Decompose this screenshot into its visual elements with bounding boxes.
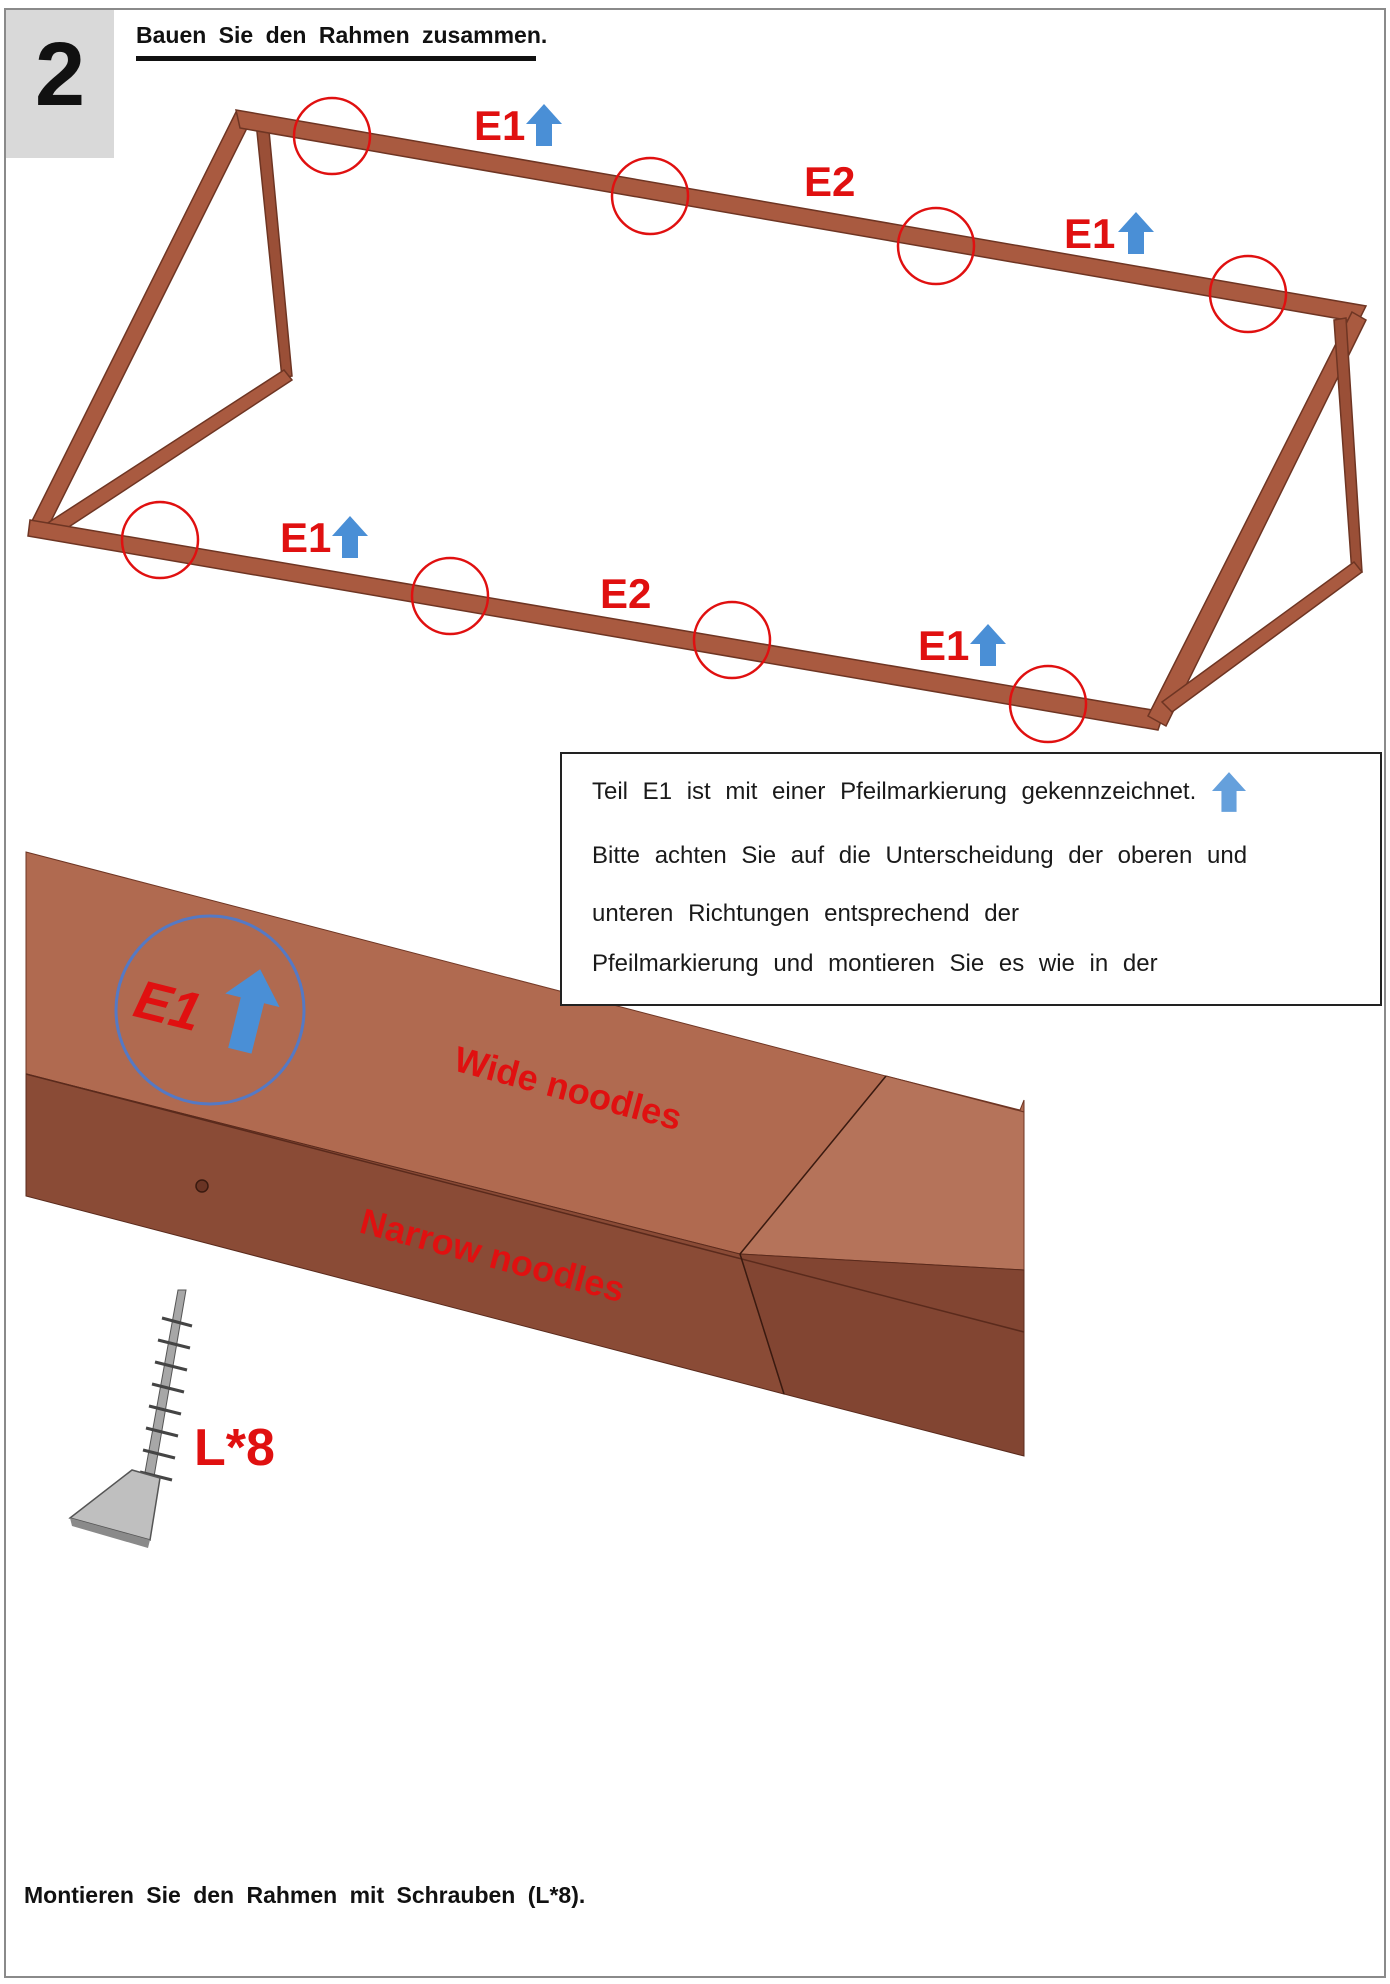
arrow-up-icon <box>332 516 368 558</box>
note-line-1: Teil E1 ist mit einer Pfeilmarkierung ge… <box>592 778 1197 805</box>
note-box: Teil E1 ist mit einer Pfeilmarkierung ge… <box>560 752 1382 1006</box>
bottom-beam <box>27 519 1165 731</box>
beam-side-face-end <box>739 1253 1025 1457</box>
joint-circle <box>410 556 490 636</box>
joint-circle <box>610 156 690 236</box>
arrow-up-icon <box>1118 212 1154 254</box>
right-end-post <box>1333 317 1363 575</box>
joint-circle <box>896 206 976 286</box>
step-number: 2 <box>34 25 86 125</box>
instruction-text: Montieren Sie den Rahmen mit Schrauben (… <box>24 1882 586 1908</box>
page-border <box>4 8 1386 1978</box>
joint-circle <box>292 96 372 176</box>
e1-marking-circle <box>114 914 306 1106</box>
arrow-up-icon <box>1212 772 1246 812</box>
joint-circle <box>1208 254 1288 334</box>
arrow-up-icon <box>526 104 562 146</box>
joint-circle <box>1008 664 1088 744</box>
label-e1-top-right: E1 <box>1064 210 1115 257</box>
label-e1-bottom-left: E1 <box>280 514 331 561</box>
title-underline <box>136 56 536 61</box>
beam-detail: E1 Wide noodles Narrow noodles <box>25 851 1025 1457</box>
note-line-3: unteren Richtungen entsprechend der <box>592 900 1019 927</box>
right-end-base <box>1160 560 1364 713</box>
screw-label: L*8 <box>194 1419 275 1477</box>
note-line-4: Pfeilmarkierung und montieren Sie es wie… <box>592 950 1158 977</box>
label-e1-top-left: E1 <box>474 102 525 149</box>
joint-circle <box>692 600 772 680</box>
top-beam <box>235 109 1368 323</box>
label-e2-bottom: E2 <box>600 570 651 617</box>
left-end-post <box>255 119 293 379</box>
note-line-2: Bitte achten Sie auf die Unterscheidung … <box>592 842 1248 869</box>
step-number-box <box>6 10 114 158</box>
right-end-frame <box>1147 310 1367 728</box>
step-title: Bauen Sie den Rahmen zusammen. <box>136 22 548 48</box>
arrow-up-icon <box>225 969 280 1054</box>
frame-drawing: E1 E2 E1 E1 E2 E1 <box>27 96 1368 744</box>
screw-hole <box>195 1179 209 1193</box>
label-e1-bottom-right: E1 <box>918 622 969 669</box>
label-e2-top: E2 <box>804 158 855 205</box>
arrow-up-icon <box>970 624 1006 666</box>
joint-circle <box>120 500 200 580</box>
screw-icon <box>68 1289 193 1548</box>
